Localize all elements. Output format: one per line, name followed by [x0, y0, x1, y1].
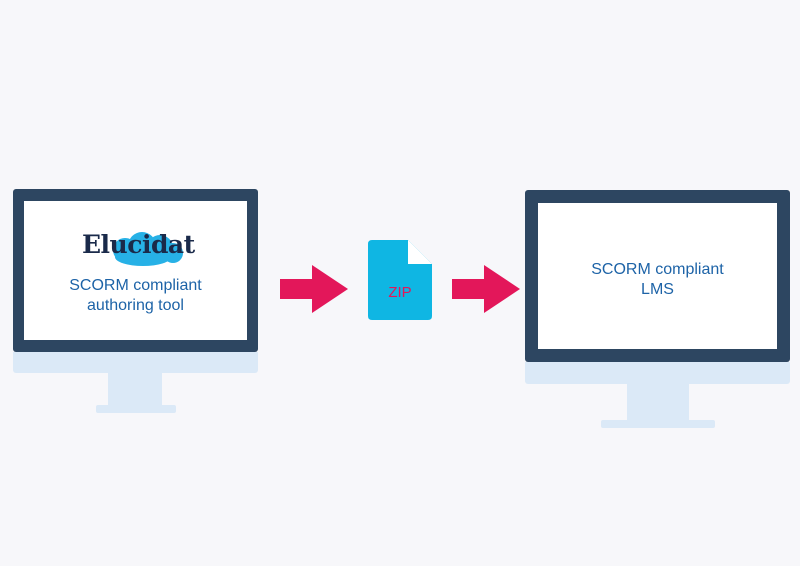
zip-file-icon	[368, 240, 432, 320]
right-monitor-caption: SCORM compliant LMS	[538, 260, 777, 300]
left-monitor-caption: SCORM compliant authoring tool	[24, 276, 247, 316]
left-caption-line2: authoring tool	[87, 297, 184, 314]
left-monitor-stand	[108, 373, 162, 407]
arrow-right-icon	[280, 265, 348, 313]
logo-text: Elucidat	[82, 230, 195, 259]
left-monitor-chin	[13, 352, 258, 373]
left-monitor-foot	[96, 405, 176, 413]
right-monitor-stand	[627, 384, 689, 422]
right-caption-line2: LMS	[641, 281, 674, 298]
left-monitor-screen	[24, 201, 247, 340]
zip-file: ZIP	[368, 240, 432, 320]
right-monitor-chin	[525, 362, 790, 384]
cloud-icon	[113, 232, 183, 266]
right-caption-line1: SCORM compliant	[591, 261, 724, 278]
right-monitor-screen	[538, 203, 777, 349]
left-caption-line1: SCORM compliant	[69, 277, 202, 294]
elucidat-logo: Elucidat	[80, 226, 195, 268]
arrow-right-icon	[452, 265, 520, 313]
zip-label: ZIP	[388, 284, 412, 301]
right-monitor-foot	[601, 420, 715, 428]
